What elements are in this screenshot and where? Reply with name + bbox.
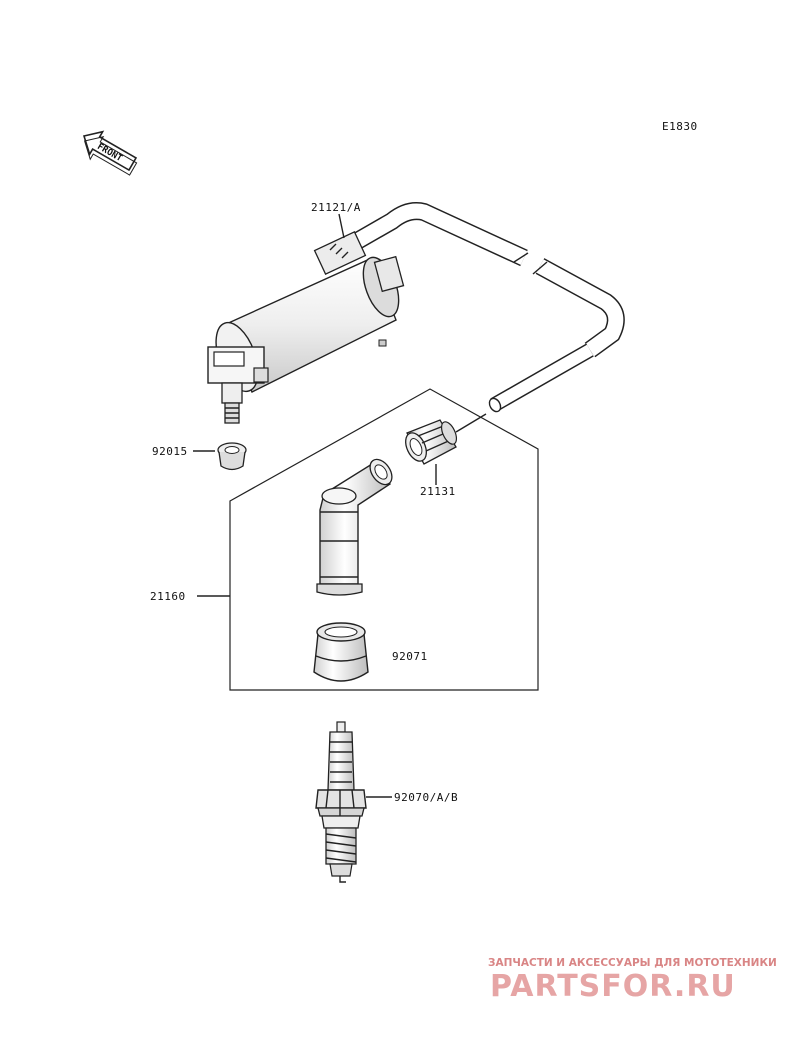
diagram-code: E1830 — [662, 120, 698, 133]
watermark-tagline: ЗАПЧАСТИ И АКСЕССУАРЫ ДЛЯ МОТОТЕХНИКИ — [488, 957, 777, 969]
ignition-coil — [207, 231, 405, 424]
boot-seal-92071 — [313, 622, 369, 682]
nut-92015 — [217, 442, 247, 471]
watermark-logo: PARTSFOR.RU — [490, 969, 736, 1004]
ignition-lead — [347, 202, 625, 413]
label-21160: 21160 — [150, 590, 186, 603]
cap-seal-21131 — [405, 419, 458, 465]
label-21131: 21131 — [420, 485, 456, 498]
spark-plug — [315, 721, 367, 883]
assembly-bracket — [229, 388, 539, 691]
label-92071: 92071 — [392, 650, 428, 663]
label-21121-a: 21121/A — [311, 201, 361, 214]
label-92015: 92015 — [152, 445, 188, 458]
front-arrow-icon: FRONT — [82, 130, 138, 176]
label-92070-a-b: 92070/A/B — [394, 791, 458, 804]
plug-cap — [316, 458, 393, 596]
